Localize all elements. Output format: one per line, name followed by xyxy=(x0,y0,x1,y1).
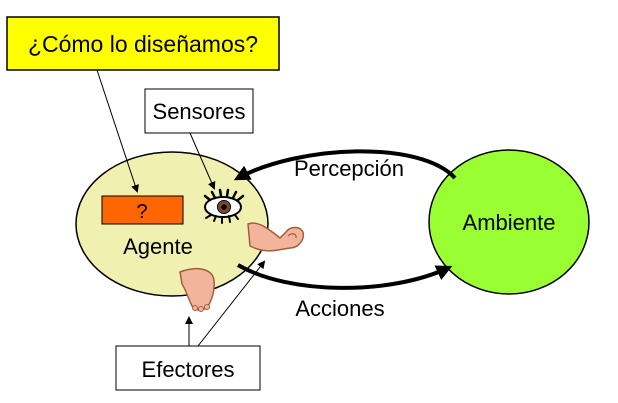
effectors-pointer-arm xyxy=(197,260,266,347)
perception-label: Percepción xyxy=(294,156,404,181)
agent-label: Agente xyxy=(123,234,193,259)
question-text: ¿Cómo lo diseñamos? xyxy=(28,31,258,57)
sensors-pointer xyxy=(189,132,216,190)
question-pointer xyxy=(96,69,139,193)
actions-label: Acciones xyxy=(295,296,384,321)
agent-placeholder-box xyxy=(101,195,184,225)
perception-arrow xyxy=(233,149,457,181)
environment-circle xyxy=(428,149,590,295)
agent-placeholder-mark: ? xyxy=(136,201,147,223)
sensors-box xyxy=(144,88,254,134)
effectors-box xyxy=(115,345,261,391)
sensors-text: Sensores xyxy=(153,99,246,124)
question-box xyxy=(6,16,280,71)
eye-icon xyxy=(203,188,245,224)
foot-icon xyxy=(179,267,215,312)
arm-icon xyxy=(247,222,305,252)
actions-arrow xyxy=(237,263,453,290)
environment-label: Ambiente xyxy=(463,210,556,235)
effectors-text: Efectores xyxy=(142,357,235,382)
